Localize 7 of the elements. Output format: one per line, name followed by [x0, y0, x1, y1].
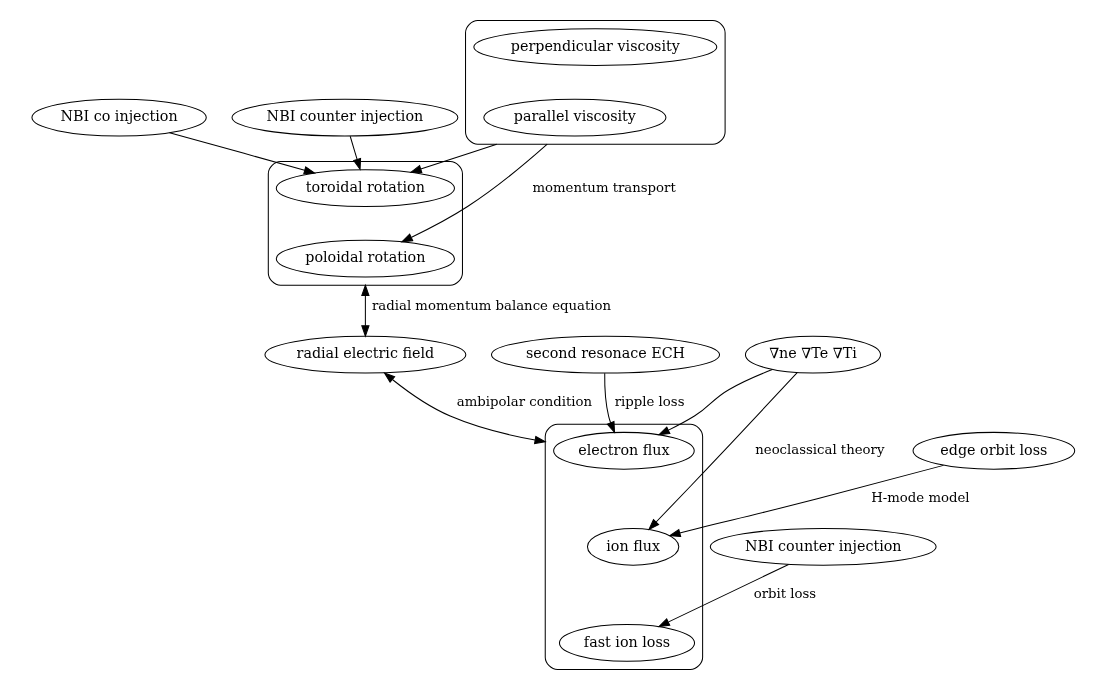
edge-label: H-mode model — [871, 490, 970, 506]
edge-label: momentum transport — [532, 179, 676, 195]
edge-label: ripple loss — [614, 394, 685, 410]
edge-label: radial momentum balance equation — [372, 298, 612, 314]
edge-label: orbit loss — [753, 586, 817, 602]
edge-label: ambipolar condition — [456, 394, 593, 410]
edge-label: neoclassical theory — [755, 442, 885, 458]
